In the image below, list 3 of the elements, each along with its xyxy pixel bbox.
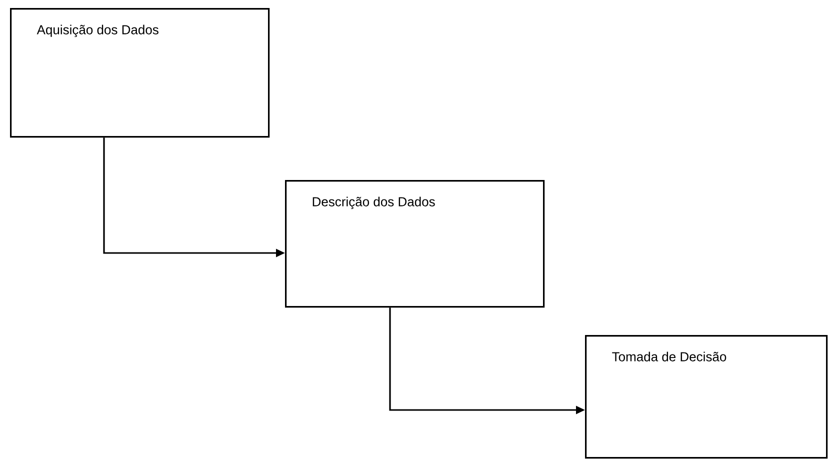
process-box: Descrição dos Dados (285, 180, 545, 308)
process-box: Tomada de Decisão (585, 335, 828, 459)
process-box: Aquisição dos Dados (10, 8, 270, 138)
